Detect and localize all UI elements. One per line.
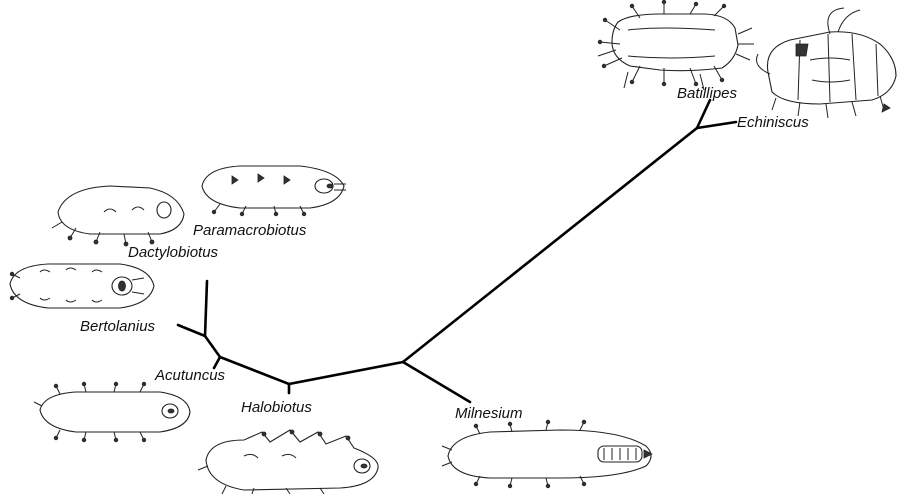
paramacrobiotus-drawing <box>202 166 346 216</box>
label-dactylobiotus: Dactylobiotus <box>128 245 218 260</box>
tree-branches <box>178 100 736 402</box>
branch-dactylobiotus-paramacrobiotus <box>205 281 207 336</box>
label-milnesium: Milnesium <box>455 406 523 421</box>
branch-to-heterotardigrades <box>403 128 697 362</box>
label-echiniscus: Echiniscus <box>737 115 809 130</box>
label-halobiotus: Halobiotus <box>241 400 312 415</box>
bertolanius-drawing <box>10 264 154 308</box>
branch-milnesium <box>403 362 470 402</box>
branch-batillipes <box>697 100 710 128</box>
label-acutuncus: Acutuncus <box>155 368 225 383</box>
batillipes-drawing <box>598 0 754 90</box>
branch-bertolanius <box>178 325 205 336</box>
branch-eutardigrade-stem <box>289 362 403 384</box>
branch-internal-bertolanius <box>205 336 220 357</box>
milnesium-drawing <box>442 420 652 488</box>
branch-echiniscus <box>697 122 736 128</box>
echiniscus-drawing <box>757 8 897 118</box>
dactylobiotus-drawing <box>52 186 184 246</box>
label-batillipes: Batillipes <box>677 86 737 101</box>
branch-internal-acutuncus <box>220 357 289 384</box>
acutuncus-drawing <box>34 382 190 442</box>
label-bertolanius: Bertolanius <box>80 319 155 334</box>
label-paramacrobiotus: Paramacrobiotus <box>193 223 306 238</box>
halobiotus-drawing <box>198 430 378 494</box>
